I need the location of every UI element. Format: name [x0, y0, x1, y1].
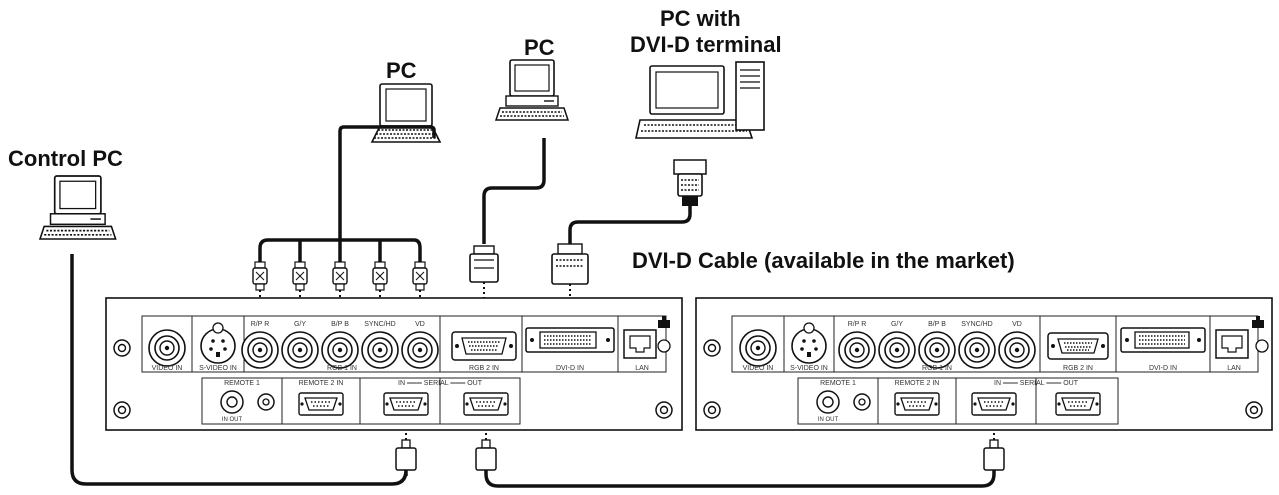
left-bnc-caption-3: B/P B: [331, 321, 349, 328]
left-bnc-caption-2: G/Y: [294, 321, 306, 328]
dvi-connector-pc-side: [673, 159, 707, 206]
serial-plug-control: [395, 439, 417, 471]
right-bnc-caption-4: SYNC/HD: [961, 321, 993, 328]
left-lan-caption: LAN: [635, 365, 649, 372]
right-serial-caption: IN ═══ SERIAL ═══ OUT: [994, 380, 1079, 387]
right-bnc-caption-2: G/Y: [891, 321, 903, 328]
laptop-computer: [371, 83, 441, 143]
bnc-plug-4: [372, 261, 388, 291]
rgb2-plug: [469, 245, 499, 283]
right-lan-caption: LAN: [1227, 365, 1241, 372]
left-bnc-caption-5: VD: [415, 321, 425, 328]
pc-dvi-label-line1: PC with: [660, 6, 741, 31]
right-svideo-in-caption: S-VIDEO IN: [790, 365, 828, 372]
center-pc-computer: [495, 59, 569, 121]
right-bnc-caption-5: VD: [1012, 321, 1022, 328]
bnc-plug-2: [292, 261, 308, 291]
left-rgb1-in-caption: RGB 1 IN: [327, 365, 357, 372]
dvi-cable: [568, 206, 692, 244]
control-pc-label: Control PC: [8, 146, 123, 171]
left-remote1-caption: REMOTE 1: [224, 380, 260, 387]
projector-panel-right: VIDEO IN S-VIDEO IN RGB 1 IN RGB 2 IN DV…: [695, 297, 1273, 431]
left-bnc-caption-4: SYNC/HD: [364, 321, 396, 328]
dvi-pc-computer: [635, 61, 765, 139]
right-dvid-in-caption: DVI-D IN: [1149, 365, 1177, 372]
dvi-plug-panel-side: [551, 243, 589, 285]
left-bnc-caption-1: R/P R: [251, 321, 270, 328]
pc-dvi-label-line2: DVI-D terminal: [630, 32, 782, 57]
serial-plug-second-in: [983, 439, 1005, 471]
right-remote1-caption: REMOTE 1: [820, 380, 856, 387]
left-serial-caption: IN ═══ SERIAL ═══ OUT: [398, 380, 483, 387]
serial-plug-out: [475, 439, 497, 471]
left-inout-caption: IN OUT: [222, 417, 243, 423]
right-remote2-caption: REMOTE 2 IN: [895, 380, 940, 387]
right-rgb2-in-caption: RGB 2 IN: [1063, 365, 1093, 372]
projector-panel-left: VIDEO IN S-VIDEO IN RGB 1 IN RGB 2 IN DV…: [105, 297, 683, 431]
dvi-cable-label: DVI-D Cable (available in the market): [632, 248, 1015, 273]
right-bnc-caption-3: B/P B: [928, 321, 946, 328]
bnc-plug-5: [412, 261, 428, 291]
right-video-in-caption: VIDEO IN: [743, 365, 774, 372]
control-pc-computer: [39, 175, 117, 240]
left-rgb2-in-caption: RGB 2 IN: [469, 365, 499, 372]
right-inout-caption: IN OUT: [818, 417, 839, 423]
rgb2-cable: [482, 138, 546, 244]
left-video-in-caption: VIDEO IN: [152, 365, 183, 372]
bnc-plug-1: [252, 261, 268, 291]
left-remote2-caption: REMOTE 2 IN: [299, 380, 344, 387]
pc-left-label: PC: [386, 58, 417, 83]
left-dvid-in-caption: DVI-D IN: [556, 365, 584, 372]
pc-center-label: PC: [524, 35, 555, 60]
bnc-plug-3: [332, 261, 348, 291]
bnc-cable-bundle: [258, 125, 436, 270]
left-svideo-in-caption: S-VIDEO IN: [199, 365, 237, 372]
right-bnc-caption-1: R/P R: [848, 321, 867, 328]
daisy-chain-serial-cable: [484, 470, 996, 488]
right-rgb1-in-caption: RGB 1 IN: [922, 365, 952, 372]
control-pc-serial-cable: [70, 254, 408, 486]
